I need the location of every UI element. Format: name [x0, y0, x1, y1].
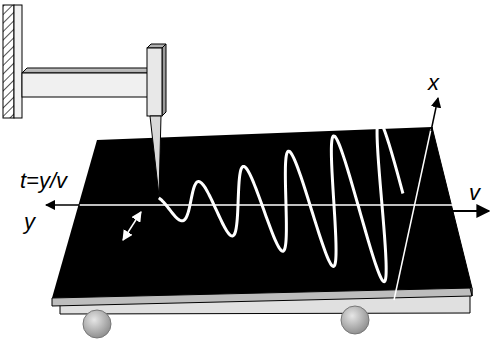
y-axis: [79, 204, 463, 206]
block-side: [162, 44, 166, 116]
cantilever-arm: [22, 73, 150, 97]
mount-plate: [14, 5, 22, 118]
x-axis: [394, 129, 431, 300]
velocity-arrow: [434, 210, 489, 212]
wheel: [83, 310, 111, 338]
axis-label: x: [428, 72, 439, 94]
axis-label: y: [24, 211, 35, 233]
x-axis-arrow: [431, 98, 438, 131]
oscillation-arrow: [123, 212, 141, 240]
wall: [3, 5, 14, 118]
trace-wave: [159, 121, 403, 282]
velocity-label: v: [469, 182, 480, 204]
y-axis-arrow: [46, 204, 80, 206]
tip-block: [147, 48, 162, 116]
needle: [150, 116, 161, 196]
wheel: [341, 306, 369, 334]
arm-top: [22, 68, 155, 73]
time-label: t=y/v: [20, 170, 67, 192]
plate: [52, 127, 472, 298]
